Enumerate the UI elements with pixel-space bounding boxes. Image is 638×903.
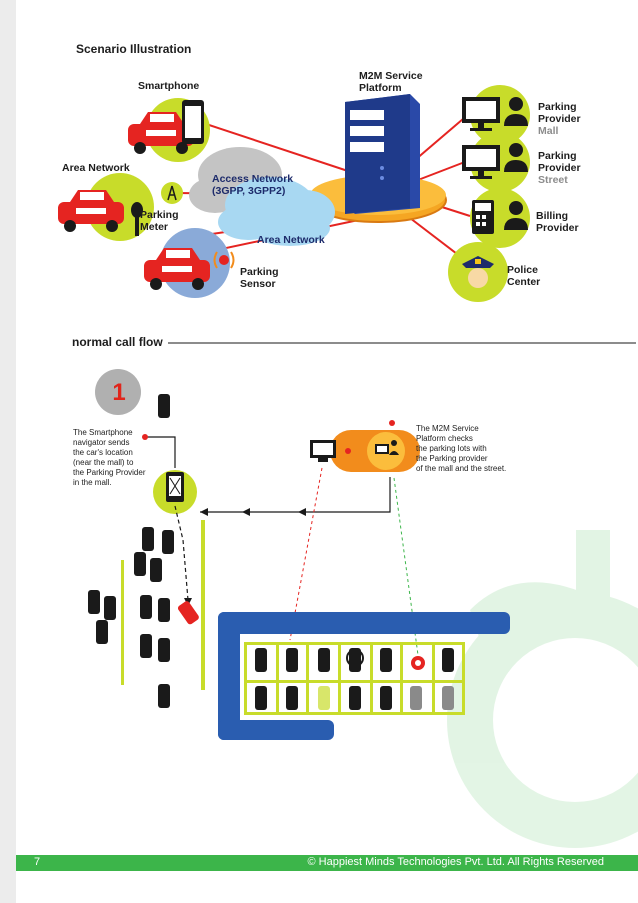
arrowhead-icon	[200, 508, 208, 516]
navigation-path	[174, 505, 189, 601]
smartphone-label: Smartphone	[138, 80, 200, 92]
area-network-left-label: Area Network	[62, 162, 130, 174]
platform-to-mall-dashed	[289, 467, 323, 641]
road-marking	[121, 560, 124, 685]
smartphone-car-icon	[128, 112, 194, 154]
mall-parking-structure	[218, 612, 510, 740]
person-icon	[504, 201, 528, 230]
payment-terminal-icon	[472, 200, 494, 234]
available-spot-car-icon	[318, 686, 330, 710]
connector-dot	[142, 434, 148, 440]
lot-parked-cars	[255, 648, 454, 710]
smartphone-icon	[182, 100, 204, 144]
arrowhead-icon	[242, 508, 250, 516]
person-icon	[504, 97, 528, 126]
connector-dot	[389, 420, 395, 426]
background-watermark-logo	[447, 530, 638, 848]
page-footer: 7 © Happiest Minds Technologies Pvt. Ltd…	[16, 855, 638, 871]
grey-car-icon	[442, 686, 454, 710]
antenna-icon	[167, 185, 177, 201]
page-left-margin-strip	[0, 0, 16, 903]
road-marking	[201, 520, 205, 690]
copyright-text: © Happiest Minds Technologies Pvt. Ltd. …	[307, 856, 605, 868]
moving-car-icon	[177, 601, 199, 625]
target-spot-center	[415, 660, 421, 666]
monitor-icon	[462, 97, 500, 131]
no-parking-sign-icon	[346, 649, 364, 667]
police-officer-icon	[462, 256, 494, 288]
parking-sensor-car-icon	[144, 248, 210, 290]
area-network-node-circle	[161, 182, 183, 204]
platform-node	[310, 430, 420, 472]
scenario-heading: Scenario Illustration	[76, 42, 192, 56]
step-number-circle	[95, 369, 141, 415]
arrowhead-icon	[298, 508, 306, 516]
monitor-icon	[462, 145, 500, 179]
call-flow-heading: normal call flow	[72, 335, 163, 349]
flow-connectors	[145, 436, 391, 513]
area-network-car-icon	[58, 190, 124, 232]
step-number: 1	[112, 379, 126, 406]
person-icon	[504, 143, 528, 172]
page-number: 7	[34, 856, 41, 868]
area-network-bottom-label: Area Network	[257, 234, 325, 246]
grey-car-icon	[410, 686, 422, 710]
navigator-device-icon	[166, 472, 184, 502]
access-network-label: Access Network(3GPP, 3GPP2)	[212, 173, 294, 197]
parking-meter-icon	[131, 202, 143, 236]
street-parked-cars	[88, 394, 174, 708]
sensor-signal-icon	[213, 251, 235, 269]
m2m-server-icon	[345, 94, 420, 214]
access-network-cloud	[189, 147, 335, 246]
